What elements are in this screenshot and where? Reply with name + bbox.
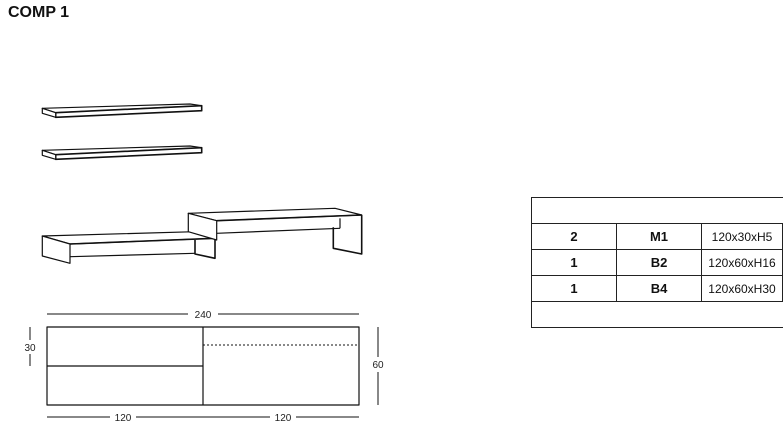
qty-cell: 2 — [531, 223, 617, 250]
plan-view — [29, 313, 379, 418]
shelf-drawing-1 — [41, 103, 203, 119]
dimension-total-width: 240 — [195, 310, 212, 321]
dimension-left-width: 120 — [115, 413, 132, 424]
composition-title: COMP 1 — [8, 4, 70, 21]
code-cell: B2 — [616, 249, 702, 276]
qty-cell: 1 — [531, 275, 617, 302]
dimension-bench-depth: 60 — [372, 360, 384, 371]
components-table: 2 M1 120x30xH5 1 B2 120x60xH16 1 B4 120x… — [531, 197, 783, 328]
table-row: 1 B2 120x60xH16 — [531, 249, 783, 276]
size-cell: 120x60xH16 — [701, 249, 783, 276]
code-cell: M1 — [616, 223, 702, 250]
table-row: 1 B4 120x60xH30 — [531, 275, 783, 302]
shelf-drawing-2 — [41, 145, 203, 161]
qty-cell: 1 — [531, 249, 617, 276]
table-header-row — [531, 197, 783, 224]
table-footer-row — [531, 301, 783, 328]
size-cell: 120x30xH5 — [701, 223, 783, 250]
code-cell: B4 — [616, 275, 702, 302]
size-cell: 120x60xH30 — [701, 275, 783, 302]
dimension-shelf-depth: 30 — [24, 343, 36, 354]
table-row: 2 M1 120x30xH5 — [531, 223, 783, 250]
dimension-right-width: 120 — [275, 413, 292, 424]
bench-low-drawing — [41, 231, 216, 264]
bench-high-drawing — [187, 207, 363, 255]
